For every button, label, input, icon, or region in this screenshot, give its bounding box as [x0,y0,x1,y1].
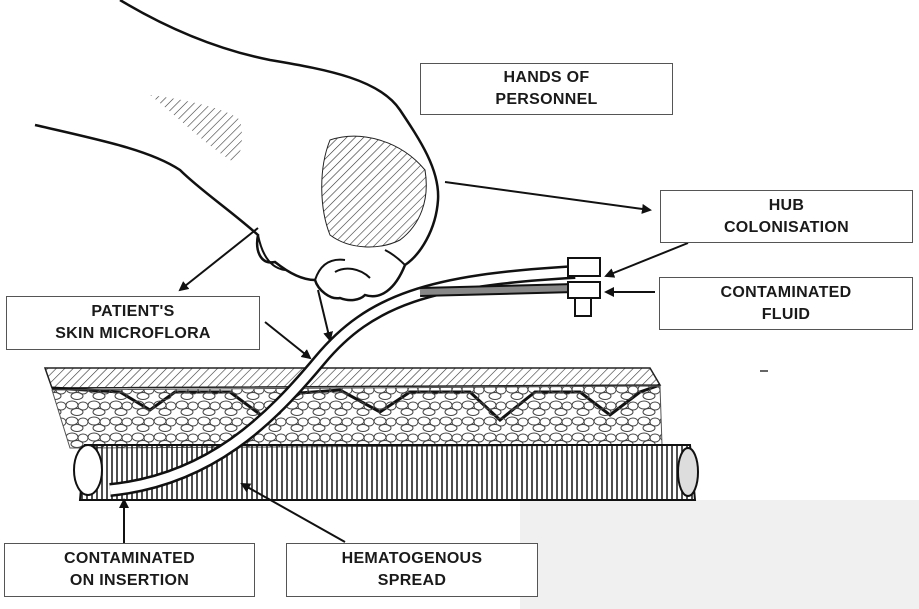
subcutaneous-tissue [52,386,662,448]
label-line: SPREAD [378,570,446,592]
label-line: PATIENT'S [91,301,174,323]
label-line: HANDS OF [504,67,590,89]
label-line: ON INSERTION [70,570,189,592]
hand-illustration [35,0,438,300]
label-contaminated-fluid: CONTAMINATED FLUID [659,277,913,330]
arrow-hand-to-skin [180,228,258,290]
label-line: PERSONNEL [495,89,597,111]
label-patients-skin-microflora: PATIENT'S SKIN MICROFLORA [6,296,260,350]
catheter-hub [568,258,600,316]
label-hub-colonisation: HUB COLONISATION [660,190,913,243]
arrow-hands-to-hub [445,182,650,210]
label-line: COLONISATION [724,217,849,239]
arrow-hand-to-site [318,290,330,340]
label-hands-of-personnel: HANDS OF PERSONNEL [420,63,673,115]
label-line: FLUID [762,304,811,326]
label-line: SKIN MICROFLORA [55,323,211,345]
arrow-skin-to-site [265,322,310,358]
label-line: HUB [769,195,805,217]
background-shade [520,500,919,609]
label-hematogenous-spread: HEMATOGENOUS SPREAD [286,543,538,597]
label-line: CONTAMINATED [721,282,852,304]
arrow-hub [606,243,688,276]
label-line: CONTAMINATED [64,548,195,570]
label-contaminated-on-insertion: CONTAMINATED ON INSERTION [4,543,255,597]
label-line: HEMATOGENOUS [342,548,483,570]
